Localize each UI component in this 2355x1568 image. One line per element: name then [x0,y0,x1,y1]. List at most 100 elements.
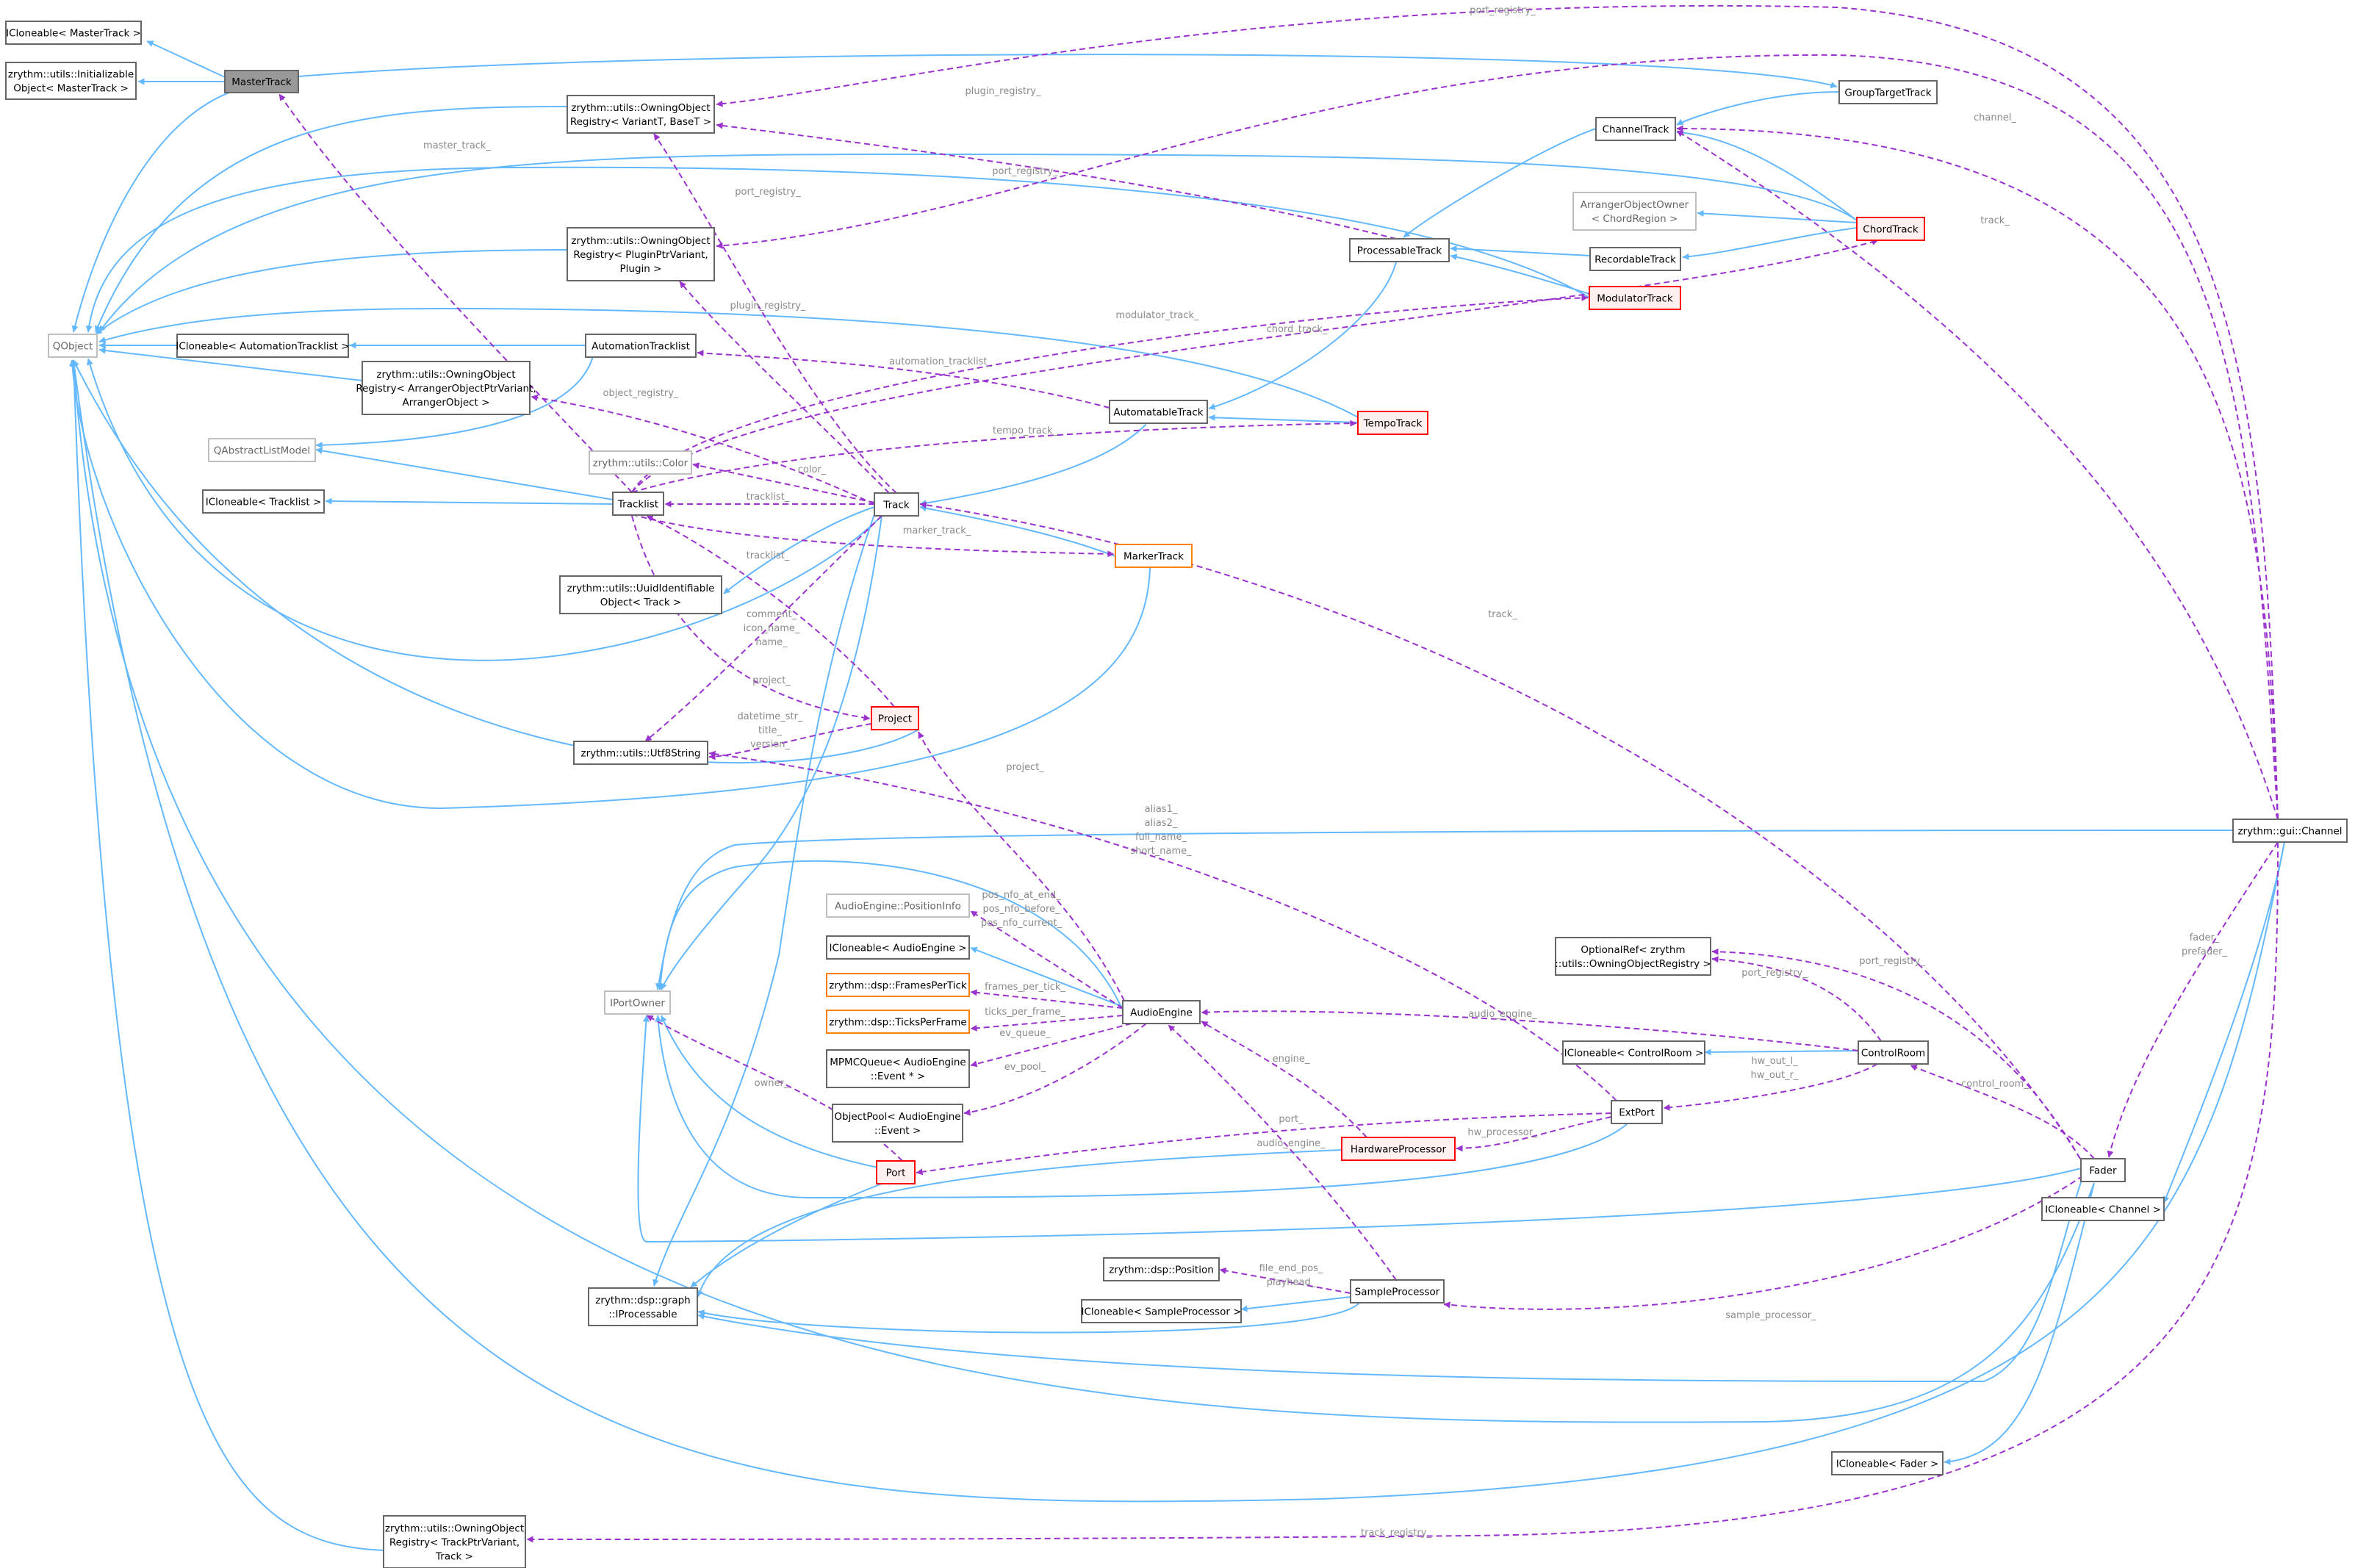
node-icloneable-audioengine[interactable]: ICloneable< AudioEngine > [826,935,970,960]
edge-audioengine-to-icloneable [970,946,1123,1007]
node-icloneable-mastertrack[interactable]: ICloneable< MasterTrack > [5,21,142,45]
node-icloneable-channel[interactable]: ICloneable< Channel > [2041,1197,2165,1221]
node-icloneable-fader[interactable]: ICloneable< Fader > [1831,1451,1944,1475]
node-audioengine[interactable]: AudioEngine [1122,1000,1201,1024]
node-extport[interactable]: ExtPort [1611,1100,1663,1124]
node-label-line: zrythm::dsp::TicksPerFrame [829,1017,966,1029]
edge-extport-to-iportowner [655,1015,1628,1199]
node-label-line: zrythm::utils::Utf8String [580,748,700,760]
node-icloneable-sampleprocessor[interactable]: ICloneable< SampleProcessor > [1081,1299,1242,1323]
node-box [567,227,715,281]
node-label: GroupTargetTrack [1844,87,1931,99]
node-chordtrack[interactable]: ChordTrack [1856,217,1925,241]
node-track[interactable]: Track [874,492,919,517]
edge-audio-engine-cr-usage [1201,1009,1859,1051]
node-box [1555,937,1711,976]
node-label-line: ProcessableTrack [1357,245,1442,257]
edge-label-line: plugin_registry_ [965,86,1041,97]
node-sampleprocessor[interactable]: SampleProcessor [1350,1279,1445,1303]
node-ticksperframe[interactable]: zrythm::dsp::TicksPerFrame [826,1010,970,1034]
node-mastertrack[interactable]: MasterTrack [224,70,299,93]
edge-label-line: owner_ [755,1078,789,1089]
node-label-line: TempoTrack [1363,418,1423,430]
node-project[interactable]: Project [871,706,919,730]
edge-label-master-track: master_track_ [423,140,491,151]
node-label: ProcessableTrack [1357,245,1442,257]
node-label-line: ::Event > [874,1125,921,1137]
node-label-line: MasterTrack [231,76,292,88]
node-mpmcqueue[interactable]: MPMCQueue< AudioEngine::Event * > [826,1049,970,1088]
node-dsp-position[interactable]: zrythm::dsp::Position [1103,1257,1220,1281]
node-label-line: AudioEngine [1130,1007,1193,1019]
node-utils-color[interactable]: zrythm::utils::Color [589,450,692,475]
edge-port-ext-usage [916,1112,1612,1176]
edge-label-line: channel_ [1974,112,2016,123]
node-box [1572,192,1697,231]
edge-label-line: datetime_str_ [738,711,803,722]
edge-processable-to-channeltrack [1403,128,1597,238]
node-port[interactable]: Port [876,1160,916,1184]
node-gui-channel[interactable]: zrythm::gui::Channel [2232,819,2348,843]
edge-label-file-end-pos: file_end_pos_playhead_ [1259,1263,1323,1288]
node-label: ObjectPool< AudioEngine::Event > [834,1111,960,1137]
node-grouptargettrack[interactable]: GroupTargetTrack [1838,80,1938,104]
node-icloneable-tracklist[interactable]: ICloneable< Tracklist > [202,489,325,514]
node-positioninfo[interactable]: AudioEngine::PositionInfo [826,893,970,918]
edge-label-line: pos_nfo_current_ [981,918,1063,929]
edge-processable-to-automatable [1208,262,1397,410]
node-fader[interactable]: Fader [2080,1158,2126,1182]
edge-label-line: engine_ [1273,1054,1310,1065]
node-processabletrack[interactable]: ProcessableTrack [1349,238,1450,262]
node-tracklist[interactable]: Tracklist [612,492,664,516]
node-tempotrack[interactable]: TempoTrack [1357,411,1428,435]
edge-modulator-to-processable [1450,253,1590,295]
node-label: AutomationTracklist [592,341,690,353]
node-automationtracklist[interactable]: AutomationTracklist [585,334,697,358]
edge-automatable-to-track [919,423,1147,507]
node-modulatortrack[interactable]: ModulatorTrack [1589,286,1681,310]
node-recordabletrack[interactable]: RecordableTrack [1589,247,1681,271]
node-box [383,1515,526,1568]
node-box [826,973,970,997]
node-box [589,450,692,475]
node-markertrack[interactable]: MarkerTrack [1115,544,1193,568]
node-qabstractlistmodel[interactable]: QAbstractListModel [208,438,316,462]
node-box [2232,819,2348,843]
edge-mastertrack-to-icloneable [146,40,226,78]
node-objectpool[interactable]: ObjectPool< AudioEngine::Event > [832,1104,963,1143]
node-arrangerobjectowner[interactable]: ArrangerObjectOwner< ChordRegion > [1572,192,1697,231]
node-label: ICloneable< Fader > [1836,1459,1939,1470]
edge-markertrack-to-track [919,505,1116,557]
node-label: HardwareProcessor [1351,1144,1447,1156]
node-iprocessable[interactable]: zrythm::dsp::graph::IProcessable [588,1287,698,1326]
node-box [1341,1137,1456,1161]
node-hardwareprocessor[interactable]: HardwareProcessor [1341,1137,1456,1161]
edge-channel-to-iportowner [655,830,2234,990]
node-controlroom[interactable]: ControlRoom [1858,1040,1929,1065]
edge-label-line: ev_queue_ [999,1028,1051,1039]
edge-label-tracklist-b: tracklist_ [747,550,790,561]
edge-owning-variant-to-qobject [95,106,568,333]
edge-grouptarget-to-mastertrack [298,54,1838,88]
edge-label-hw-processor: hw_processor_ [1467,1127,1538,1138]
node-label-line: zrythm::utils::OwningObject [571,235,710,247]
node-qobject[interactable]: QObject [48,334,98,358]
node-optionalref[interactable]: OptionalRef< zrythm::utils::OwningObject… [1555,937,1711,976]
node-channeltrack[interactable]: ChannelTrack [1595,117,1676,141]
node-icloneable-automationtracklist[interactable]: ICloneable< AutomationTracklist > [176,334,350,358]
node-utf8string[interactable]: zrythm::utils::Utf8String [573,741,708,765]
node-icloneable-controlroom[interactable]: ICloneable< ControlRoom > [1562,1040,1705,1065]
node-framespertick[interactable]: zrythm::dsp::FramesPerTick [826,973,970,997]
edge-modulator-track-usage [631,294,1589,493]
node-label: ICloneable< Tracklist > [206,497,322,508]
node-iportowner[interactable]: IPortOwner [604,990,671,1015]
node-label-line: AudioEngine::PositionInfo [835,901,961,913]
node-automatabletrack[interactable]: AutomatableTrack [1109,400,1208,424]
node-box [202,489,325,514]
